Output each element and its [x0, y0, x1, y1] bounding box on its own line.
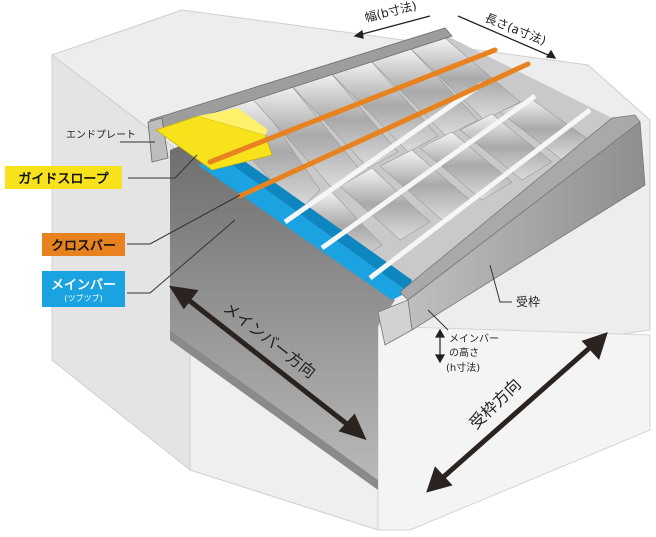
height-label-line2: の高さ — [449, 346, 479, 359]
frame-direction-arrow — [426, 332, 608, 493]
main-bar-sublabel: (ツブツブ) — [64, 294, 103, 303]
frame-label: 受枠 — [516, 295, 540, 309]
length-dimension-arrow — [457, 15, 557, 59]
pit-floor — [170, 330, 378, 490]
guide-slope-highlight — [198, 108, 268, 135]
guide-slope-tag: ガイドスロープ — [5, 166, 122, 189]
cross-bar-label: クロスバー — [50, 239, 116, 254]
end-plate-label: エンドプレート — [66, 129, 136, 141]
frame-end-cap — [377, 299, 413, 346]
cross-bar-orange-2 — [237, 61, 531, 199]
height-dimension-arrow — [434, 328, 446, 364]
length-dimension-label: 長さ(a寸法) — [483, 11, 548, 48]
concrete-right-face — [377, 325, 651, 531]
leader-lines — [120, 141, 512, 331]
main-bar-direction-arrow — [169, 285, 367, 441]
main-bar-tag: メインバー (ツブツブ) — [42, 271, 125, 307]
main-bar-label: メインバー — [50, 278, 116, 293]
main-bar-edge — [198, 160, 408, 300]
height-label-line1: メインバー — [449, 333, 499, 345]
width-dimension-arrow — [353, 15, 431, 39]
main-bar-edge-shade — [225, 158, 412, 292]
height-label-line3: (h寸法) — [446, 361, 480, 374]
pit-back-wall — [170, 145, 395, 480]
cross-bars — [283, 81, 592, 280]
cross-bar-tag: クロスバー — [42, 233, 125, 256]
guide-slope-label: ガイドスロープ — [18, 172, 109, 187]
cross-bar-orange-1 — [207, 47, 498, 165]
guide-slope — [155, 115, 273, 171]
